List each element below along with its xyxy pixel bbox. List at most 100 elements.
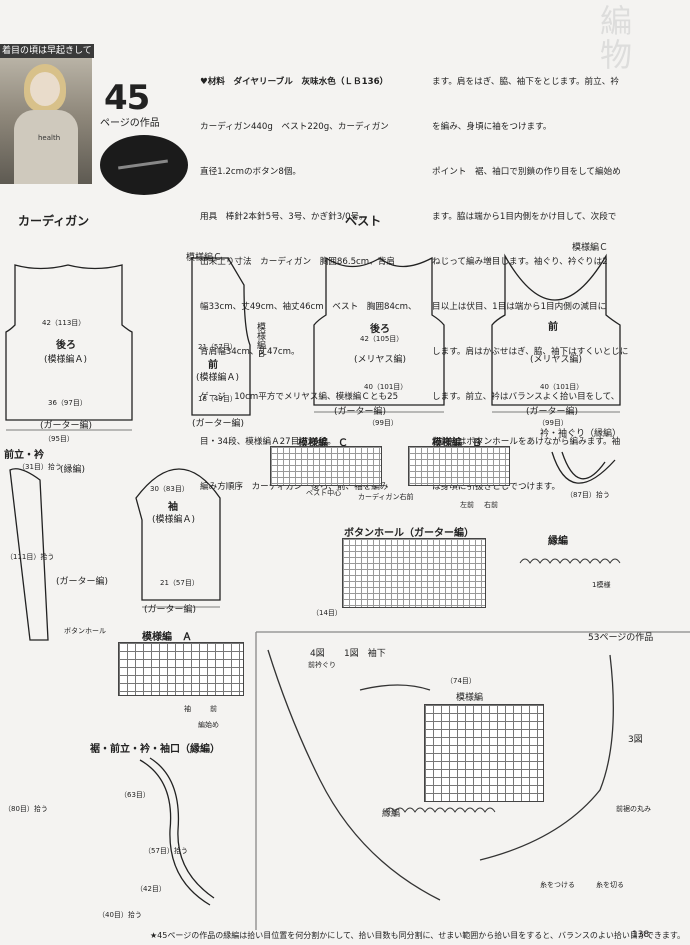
vest-back-pattern: (メリヤス編) <box>354 355 407 365</box>
sleeve-pattern: (模様編Ａ) <box>152 515 196 525</box>
cardigan-front-outline <box>191 257 251 416</box>
materials-line: ポイント 裾、袖口で別鎖の作り目をして編始め <box>432 167 621 177</box>
materials-line: 目以上は伏目、1目は端から1目内側の減目に <box>432 302 607 312</box>
materials-line: は身頃に引抜きとじでつけます。 <box>432 482 561 492</box>
materials-line: します。肩はかぶせはぎ、脇、袖下はすくいとじに <box>432 347 629 357</box>
materials-right: ます。肩をはぎ、脇、袖下をとじます。前立、衿 を編み、身頃に袖をつけます。 ポイ… <box>432 45 668 510</box>
materials-line: 目・34段、模様編Ａ27目・36段。 <box>200 437 336 447</box>
front-neck-label: 前衿ぐり <box>308 661 336 669</box>
pattern-number: 45 <box>104 78 150 118</box>
crochet-sleeve-curve <box>359 684 431 691</box>
materials-line: 用具 棒針2本針5号、3号、かぎ針3/0号。 <box>200 212 368 222</box>
cardigan-back-label: 後ろ <box>56 340 76 351</box>
page-number: 138 <box>632 930 650 940</box>
chart-a-sleeve: 袖 <box>184 705 191 713</box>
chart-b-title: 模様編 Ｂ <box>432 438 482 449</box>
cardigan-front-pattern: (模様編Ａ) <box>196 373 240 383</box>
hem-round-label: 前裾の丸み <box>616 805 651 813</box>
hem-count-57: （57目）拾う <box>144 847 188 855</box>
cardigan-back-hem: 36（97目） <box>48 399 87 407</box>
hem-title: 裾・前立・衿・袖口（縁編） <box>90 744 220 755</box>
armhole-count: （87目）拾う <box>566 491 610 499</box>
sleeve-garter: (ガーター編) <box>144 605 197 615</box>
chart-b-left-front: 左前 <box>460 501 474 509</box>
chart-c-grid <box>270 446 382 486</box>
front-band-outline <box>9 468 49 641</box>
edge2-label: 縁編 <box>382 809 401 819</box>
cardigan-right-label: カーディガン右前 <box>358 493 414 501</box>
edge-title: 縁編 <box>548 536 568 547</box>
collar-front-edge: (縁編) <box>60 465 86 475</box>
hem-edge-curve-inner <box>149 757 215 899</box>
crochet-neck-curve <box>267 649 441 901</box>
crochet-right-curve <box>479 654 614 861</box>
fig1-label: 1図 袖下 <box>344 649 386 659</box>
model-photo: health <box>0 58 92 184</box>
footer-note: ★45ページの作品の縁編は拾い目位置を何分割かにして、拾い目数も同分割に、せまい… <box>150 931 686 940</box>
materials-line: します。前立、衿はバランスよく拾い目をして、 <box>432 392 620 402</box>
yarn-cut-label: 糸を切る <box>596 881 624 889</box>
materials-line: ます。肩をはぎ、脇、袖下をとじます。前立、衿 <box>432 77 619 87</box>
collar-front-title: 前立・衿 <box>4 450 44 461</box>
cardigan-back-outline <box>5 264 133 421</box>
chart-b-grid <box>408 446 510 486</box>
materials-line: 幅33cm、丈49cm、袖丈46cm ベスト 胸囲84cm、 <box>200 302 417 312</box>
vest-front-hem: 40（101目） <box>540 383 584 391</box>
vest-center-label: ベスト中心 <box>306 489 342 497</box>
cardigan-title: カーディガン <box>18 214 90 228</box>
page-note: ページの作品 <box>100 118 160 129</box>
cardigan-front-label: 前 <box>208 360 218 371</box>
model-cardigan <box>14 110 78 184</box>
cardigan-back-total: （95目） <box>44 435 74 443</box>
buttonhole-count: （14目） <box>312 609 342 617</box>
vest-back-total: （99目） <box>368 419 398 427</box>
sleeve-label: 袖 <box>168 502 178 513</box>
chart-a-title: 模様編 Ａ <box>142 632 192 643</box>
cardigan-front-garter: (ガーター編) <box>192 419 245 429</box>
vest-back-label: 後ろ <box>370 324 390 335</box>
cardigan-back-width: 42（113目） <box>42 319 86 327</box>
cardigan-back-pattern: (模様編Ａ) <box>44 355 88 365</box>
armhole-title: 衿・袖ぐり（縁編） <box>540 429 622 439</box>
vest-back-hem: 40（101目） <box>364 383 408 391</box>
cardigan-pattern-b: 模様編Ｂ <box>255 322 265 358</box>
armhole-edge-inner <box>561 451 606 480</box>
hem-count-63: （63目） <box>120 791 150 799</box>
photo-caption: health <box>38 134 61 142</box>
vest-back-outline <box>313 256 445 406</box>
fig3-label: 3図 <box>628 735 643 745</box>
chart-a-start: 編始め <box>198 721 219 729</box>
chart-b-right-front: 右前 <box>484 501 498 509</box>
hem-count-74: （74目） <box>446 677 476 685</box>
buttonhole-grid <box>342 538 486 608</box>
vest-title: ベスト <box>345 214 382 228</box>
cardigan-front-hem: 18（49目） <box>198 395 237 403</box>
edge-scallops <box>519 558 621 564</box>
cardigan-garter: (ガーター編) <box>40 421 93 431</box>
materials-line: カーディガン440g ベスト220g、カーディガン <box>200 122 389 132</box>
materials-line: ♥材料 ダイヤリーブル 灰味水色（ＬＢ136） <box>200 77 389 87</box>
materials-line: を編み、身頃に袖をつけます。 <box>432 122 552 132</box>
sleeve-outline <box>135 468 221 601</box>
materials-line: 右前立はボタンホールをあけながら編みます。袖 <box>432 437 621 447</box>
vest-front-garter: (ガーター編) <box>526 407 579 417</box>
buttonhole-title: ボタンホール（ガーター編） <box>344 528 474 539</box>
materials-line: ゲージ 10cm平方でメリヤス編、模様編Ｃとも25 <box>200 392 399 402</box>
edge-repeat: 1模様 <box>592 581 611 589</box>
chart-a-front: 前 <box>210 705 217 713</box>
neck-count: （31目）拾う <box>18 463 62 471</box>
materials-line: ます。脇は端から1目内側をかけ目して、次段で <box>432 212 617 222</box>
vest-front-label: 前 <box>548 322 558 333</box>
front-band-garter: (ガーター編) <box>56 577 109 587</box>
vest-pattern-c: 模様編Ｃ <box>572 243 609 253</box>
buttonhole-note: ボタンホール <box>64 627 106 635</box>
cardigan-front-width: 21（57目） <box>198 343 237 351</box>
vest-front-outline <box>491 253 621 406</box>
vest-back-width: 42（105目） <box>360 335 404 343</box>
button-count: （111目）拾う <box>6 553 55 561</box>
materials-left: ♥材料 ダイヤリーブル 灰味水色（ＬＢ136） カーディガン440g ベスト22… <box>200 45 428 510</box>
hem-count-80: （80目）拾う <box>4 805 48 813</box>
yarn-attach-label: 糸をつける <box>540 881 575 889</box>
crochet-pattern-grid <box>424 704 544 802</box>
page53-title: 53ページの作品 <box>588 633 654 643</box>
